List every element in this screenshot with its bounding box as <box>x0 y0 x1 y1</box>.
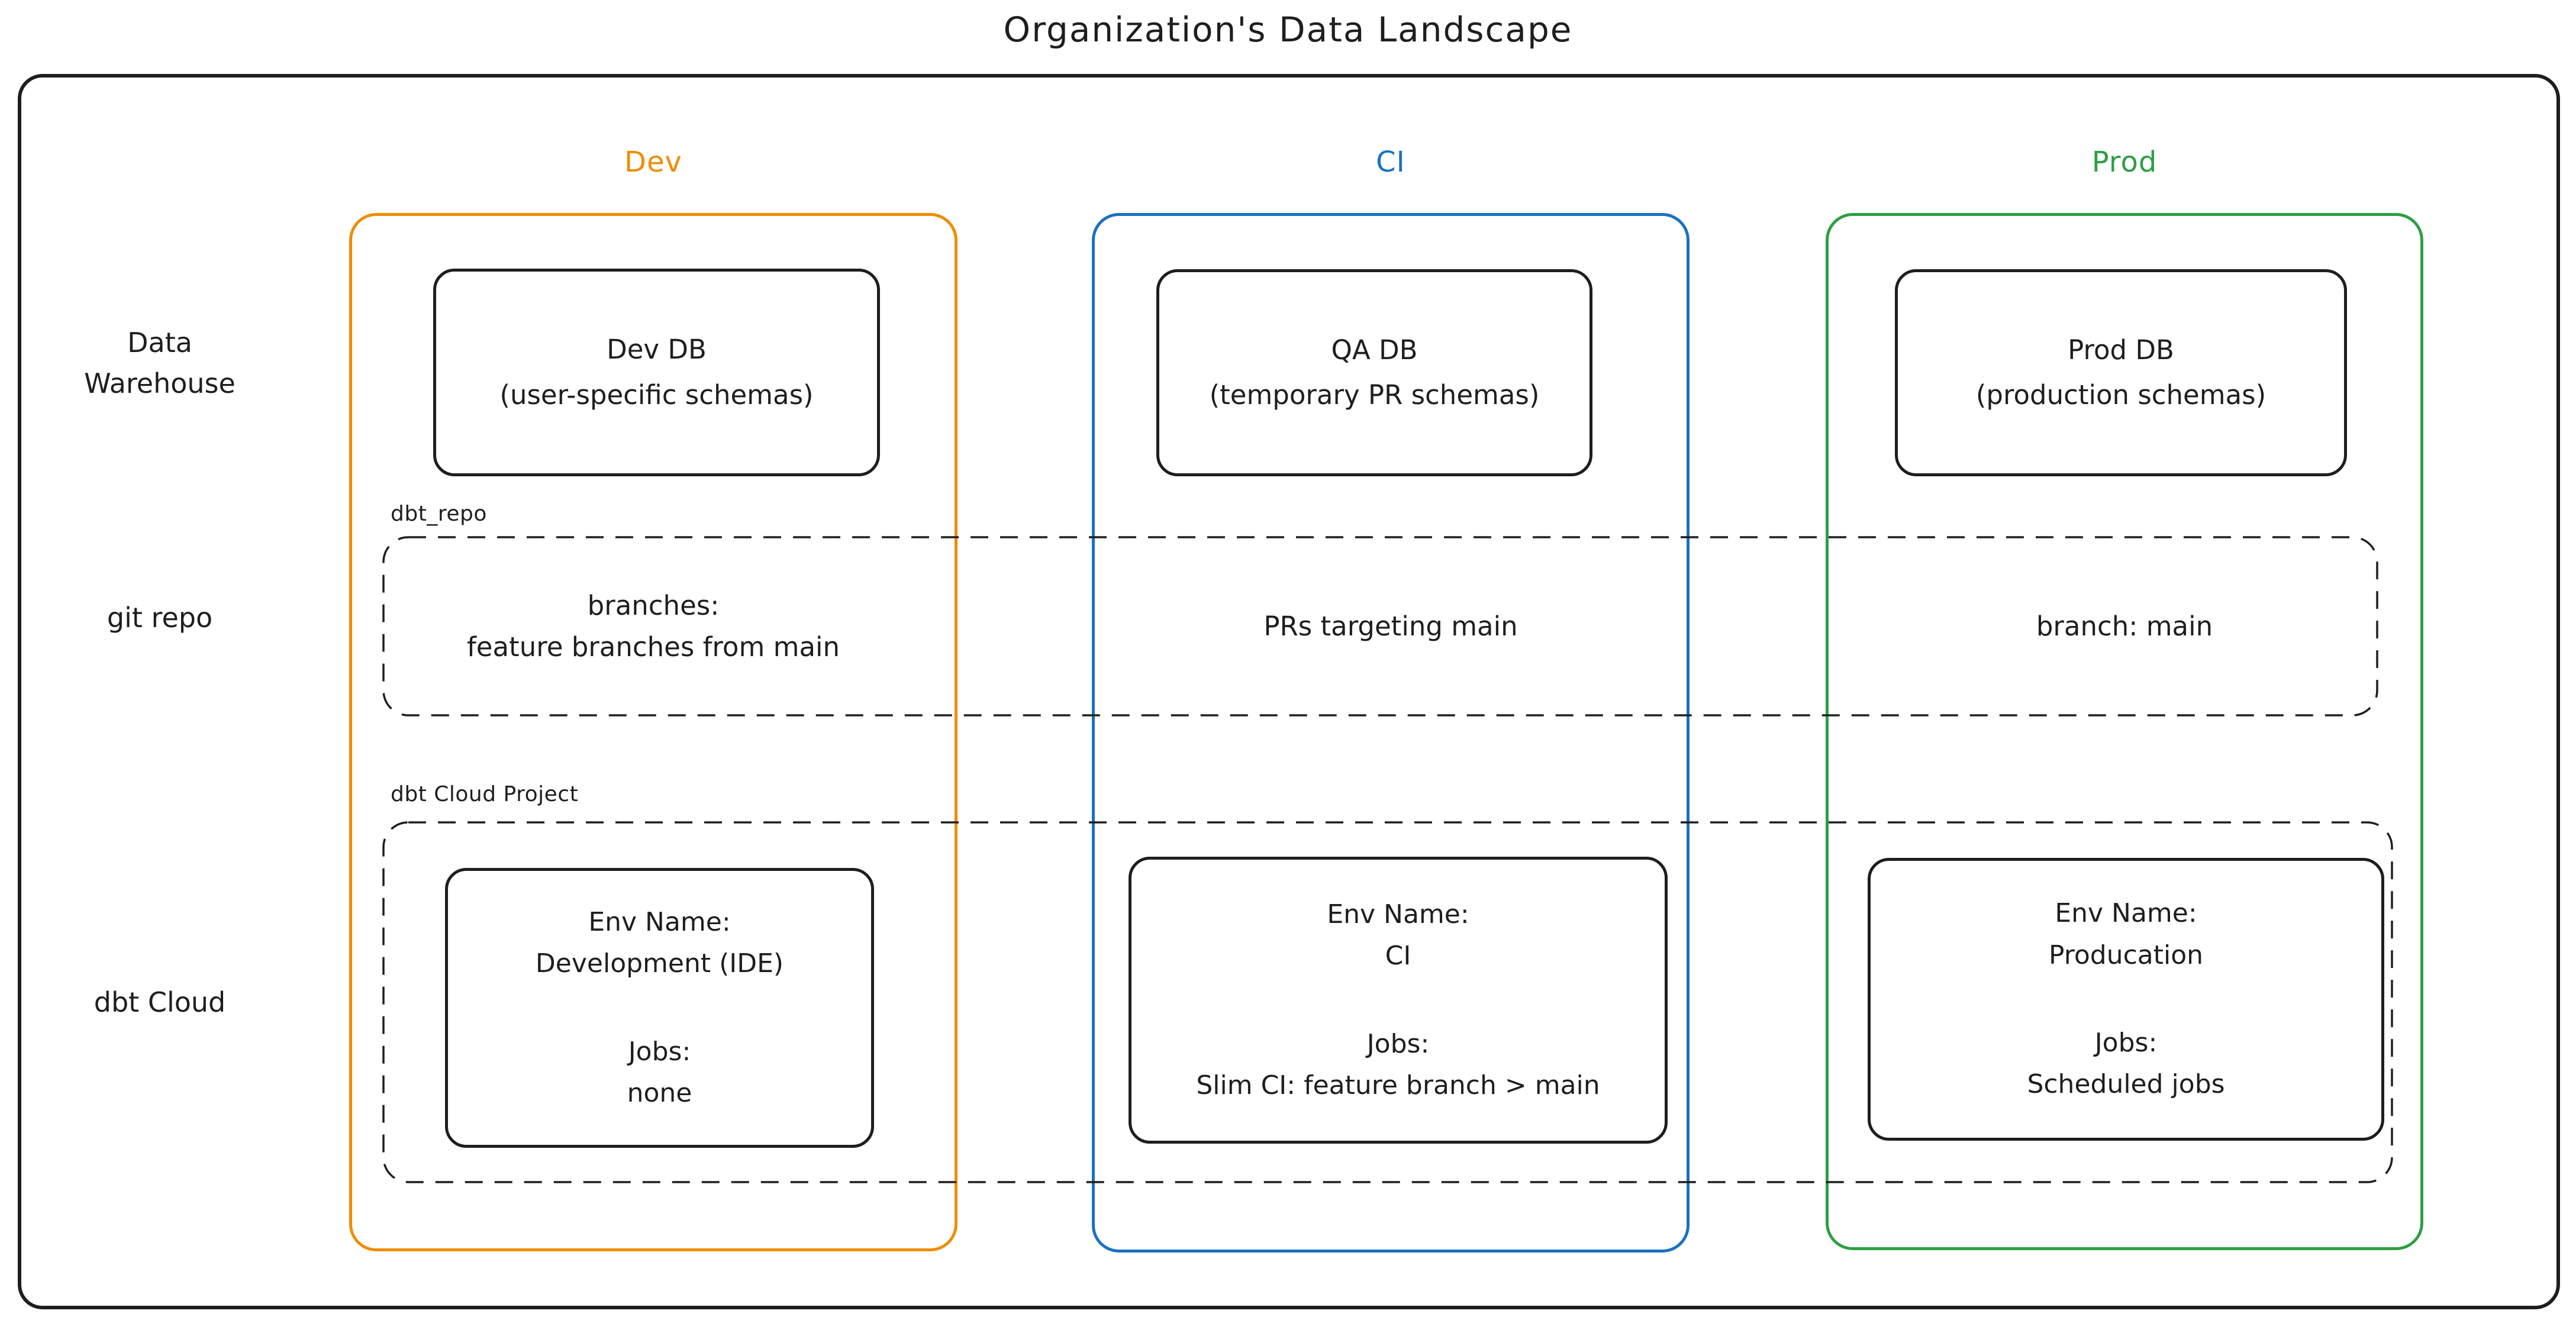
dev-env-value: Development (IDE) <box>535 948 784 979</box>
git-dev-line1: branches: <box>587 589 720 621</box>
row-label-data-warehouse-line2: Warehouse <box>84 367 236 399</box>
page-title: Organization's Data Landscape <box>1003 9 1573 50</box>
column-header-ci: CI <box>1376 146 1405 179</box>
dev-db-box: Dev DB (user-specific schemas) <box>433 269 880 476</box>
git-dev-cell: branches: feature branches from main <box>349 535 957 717</box>
dev-jobs-group: Jobs: none <box>627 1031 692 1115</box>
git-prod-text: branch: main <box>2036 610 2213 642</box>
ci-env-box: Env Name: CI Jobs: Slim CI: feature bran… <box>1129 857 1668 1144</box>
column-ci-box <box>1092 213 1690 1253</box>
ci-jobs-group: Jobs: Slim CI: feature branch > main <box>1196 1024 1600 1107</box>
git-ci-cell: PRs targeting main <box>1092 535 1690 717</box>
prod-db-box: Prod DB (production schemas) <box>1895 269 2347 476</box>
row-label-git-repo: git repo <box>107 602 213 634</box>
qa-db-detail: (temporary PR schemas) <box>1209 379 1540 411</box>
git-repo-dashed-box <box>382 536 2378 716</box>
ci-env-value: CI <box>1385 941 1411 971</box>
prod-db-name: Prod DB <box>2068 334 2174 366</box>
column-dev-box <box>349 213 957 1251</box>
column-header-prod: Prod <box>2091 146 2158 179</box>
row-label-data-warehouse-line1: Data <box>127 327 192 359</box>
dev-env-box: Env Name: Development (IDE) Jobs: none <box>445 868 874 1148</box>
prod-jobs-value: Scheduled jobs <box>2027 1069 2225 1100</box>
prod-env-label: Env Name: <box>2055 898 2197 929</box>
git-dev-line2: feature branches from main <box>466 631 840 663</box>
dev-db-detail: (user-specific schemas) <box>499 379 814 411</box>
prod-jobs-group: Jobs: Scheduled jobs <box>2027 1022 2224 1106</box>
ci-jobs-label: Jobs: <box>1366 1028 1430 1059</box>
row-label-data-warehouse: Data Warehouse <box>52 322 267 404</box>
column-prod-box <box>1826 213 2423 1250</box>
dev-jobs-value: none <box>627 1077 692 1108</box>
dbt-band-tag: dbt Cloud Project <box>391 782 579 806</box>
prod-db-detail: (production schemas) <box>1975 379 2267 411</box>
ci-jobs-value: Slim CI: feature branch > main <box>1196 1070 1600 1100</box>
qa-db-box: QA DB (temporary PR schemas) <box>1156 269 1592 476</box>
row-label-dbt-cloud: dbt Cloud <box>94 986 226 1018</box>
prod-env-name-group: Env Name: Producation <box>2049 893 2203 976</box>
outer-frame <box>18 74 2560 1309</box>
git-band-tag: dbt_repo <box>391 502 487 526</box>
git-prod-cell: branch: main <box>1826 535 2423 717</box>
prod-env-value: Producation <box>2048 940 2204 970</box>
prod-jobs-label: Jobs: <box>2094 1028 2158 1058</box>
git-ci-text: PRs targeting main <box>1263 610 1518 642</box>
column-header-dev: Dev <box>624 146 682 179</box>
ci-env-name-group: Env Name: CI <box>1327 894 1469 977</box>
prod-env-box: Env Name: Producation Jobs: Scheduled jo… <box>1868 858 2384 1141</box>
dev-jobs-label: Jobs: <box>628 1036 691 1067</box>
dbt-cloud-dashed-box <box>382 821 2393 1183</box>
ci-env-label: Env Name: <box>1327 899 1469 929</box>
qa-db-name: QA DB <box>1331 334 1418 366</box>
dev-env-label: Env Name: <box>588 906 731 937</box>
dev-db-name: Dev DB <box>607 334 707 365</box>
dev-env-name-group: Env Name: Development (IDE) <box>536 902 784 985</box>
